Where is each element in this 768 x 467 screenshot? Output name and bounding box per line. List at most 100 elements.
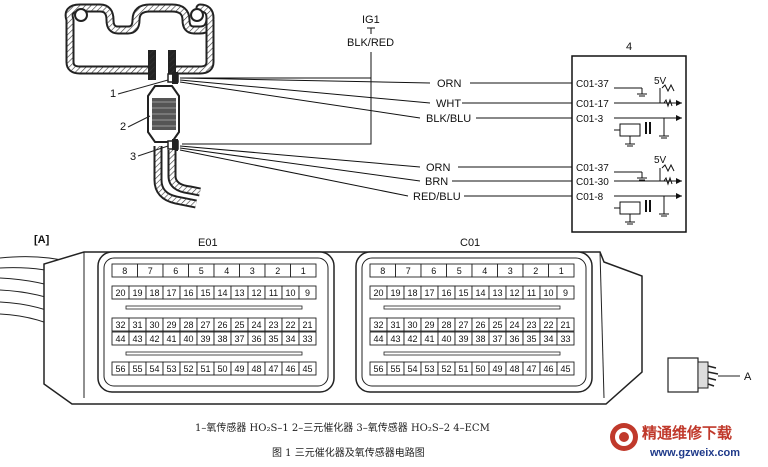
pin-cell [556,361,575,376]
pin-number: 38 [475,334,485,344]
pin-number: 8 [122,266,127,276]
pin-number: 23 [526,320,536,330]
pin-number: 38 [217,334,227,344]
pin-number: 40 [441,334,451,344]
ecm-pin-lower-3: C01-8 [576,192,604,203]
wire-color-lower-1: ORN [426,162,451,174]
caption-title: 图 1 三元催化器及氧传感器电路图 [272,446,425,459]
pin-number: 2 [275,266,280,276]
pin-number: 53 [424,364,434,374]
exhaust-pipe [153,146,201,209]
pin-cell [298,361,317,376]
pin-number: 49 [492,364,502,374]
pin-number: 39 [458,334,468,344]
pin-number: 1 [559,266,564,276]
pin-number: 26 [475,320,485,330]
pin-number: 45 [302,364,312,374]
pin-number: 27 [458,320,468,330]
pin-number: 31 [132,320,142,330]
pin-number: 29 [424,320,434,330]
pin-number: 28 [183,320,193,330]
pin-number: 30 [407,320,417,330]
pin-number: 22 [543,320,553,330]
pin-number: 46 [285,364,295,374]
pin-number: 42 [407,334,417,344]
pin-number: 34 [543,334,553,344]
pin-number: 19 [390,288,400,298]
pin-cell [556,285,575,300]
pin-number: 50 [475,364,485,374]
pin-number: 13 [234,288,244,298]
pin-number: 52 [441,364,451,374]
exhaust-manifold [64,3,215,80]
pin-cell [290,263,317,278]
pin-number: 55 [132,364,142,374]
pin-number: 28 [441,320,451,330]
connector-c01-title: C01 [460,237,480,249]
pin-number: 15 [200,288,210,298]
pin-number: 50 [217,364,227,374]
pin-number: 2 [533,266,538,276]
pin-number: 12 [251,288,261,298]
pin-number: 21 [560,320,570,330]
pin-number: 9 [305,288,310,298]
wire-color-upper-3: BLK/BLU [426,113,471,125]
pin-number: 14 [475,288,485,298]
pin-number: 4 [482,266,487,276]
pin-number: 5 [199,266,204,276]
pin-number: 45 [560,364,570,374]
pin-number: 11 [527,288,536,298]
upper-sensor [167,72,179,84]
ecm-pin-upper-2: C01-17 [576,99,609,110]
ecm-number: 4 [626,41,632,53]
pin-number: 20 [373,288,383,298]
pin-number: 11 [269,288,278,298]
component-number-3: 3 [130,151,136,163]
pin-number: 40 [183,334,193,344]
component-number-2: 2 [120,121,126,133]
pin-cell [556,331,575,346]
pin-number: 6 [173,266,178,276]
pin-number: 54 [407,364,417,374]
pin-number: 22 [285,320,295,330]
pin-number: 17 [424,288,434,298]
pin-number: 56 [373,364,383,374]
pin-number: 23 [268,320,278,330]
pin-number: 9 [563,288,568,298]
pin-number: 1 [301,266,306,276]
pin-number: 52 [183,364,193,374]
pin-number: 7 [406,266,411,276]
key-bar [125,351,303,356]
pin-number: 26 [217,320,227,330]
pin-number: 13 [492,288,502,298]
pin-number: 47 [526,364,536,374]
pin-number: 6 [431,266,436,276]
key-bar [125,305,303,310]
pin-number: 3 [250,266,255,276]
section-tag: [A] [34,234,50,246]
pin-number: 44 [115,334,125,344]
connector-e01-title: E01 [198,237,218,249]
pin-number: 51 [458,364,468,374]
watermark-name: 精通维修下载 [642,424,732,442]
pin-number: 29 [166,320,176,330]
pin-number: 19 [132,288,142,298]
pin-number: 12 [509,288,519,298]
pin-number: 41 [166,334,176,344]
key-bar [383,351,561,356]
catalytic-converter [147,85,180,143]
pin-number: 35 [526,334,536,344]
pin-number: 37 [492,334,502,344]
pin-number: 8 [380,266,385,276]
wire-color-upper-1: ORN [437,78,462,90]
leader-line-2 [127,115,151,128]
pin-number: 51 [200,364,210,374]
pin-number: 24 [509,320,519,330]
watermark-logo: 精通维修下载 www.gzweix.com [610,423,740,459]
pin-number: 36 [251,334,261,344]
pin-number: 33 [302,334,312,344]
pin-cell [298,285,317,300]
key-bar [383,305,561,310]
